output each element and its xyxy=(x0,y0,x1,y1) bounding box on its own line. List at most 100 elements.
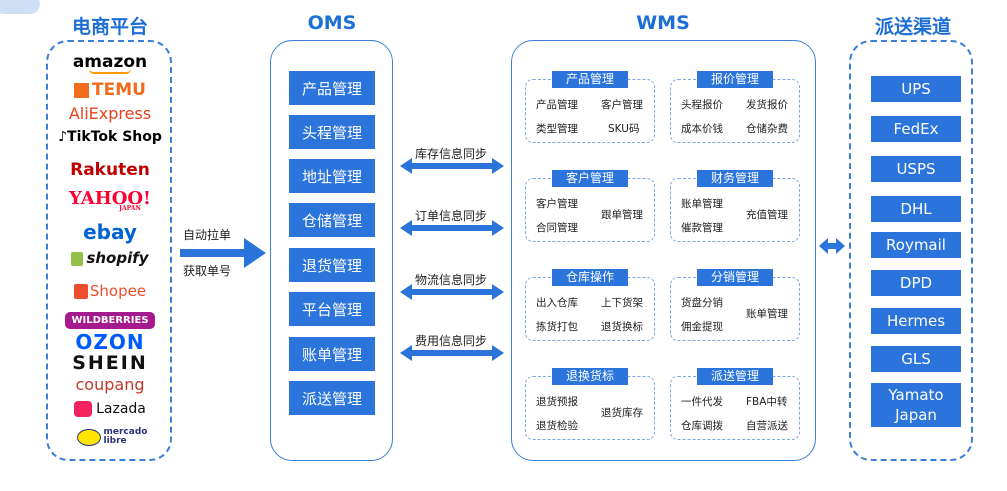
sync-label-fee: 费用信息同步 xyxy=(415,334,488,348)
delivery-panel: UPS FedEx USPS DHL Roymail DPD Hermes GL… xyxy=(849,40,973,461)
wms-module-delivery: 派送管理 一件代发 FBA中转 仓库调拨 自营派送 xyxy=(670,368,800,440)
pull-label-1: 自动拉单 xyxy=(183,228,232,242)
yahoo-sub-text: JAPAN xyxy=(119,205,141,212)
oms-item-platform[interactable]: 平台管理 xyxy=(289,292,375,326)
wms-module-title[interactable]: 客户管理 xyxy=(552,170,628,187)
sync-arrow-fee xyxy=(400,345,504,361)
wms-item[interactable]: 客户管理 xyxy=(536,198,578,210)
wms-item[interactable]: 跟单管理 xyxy=(601,209,643,221)
wms-item[interactable]: 账单管理 xyxy=(681,198,723,210)
carrier-usps[interactable]: USPS xyxy=(871,156,961,182)
wms-module-title[interactable]: 退换货标 xyxy=(552,368,628,385)
wms-module-distribution: 分销管理 货盘分销 佣金提现 账单管理 xyxy=(670,269,800,341)
wms-item[interactable]: 一件代发 xyxy=(681,396,723,408)
ecommerce-panel: amazon TEMU AliExpress ♪TikTok Shop Raku… xyxy=(46,40,172,461)
wms-item[interactable]: 退货换标 xyxy=(601,321,643,333)
shopee-text: Shopee xyxy=(89,282,147,300)
wms-module-warehouse: 仓库操作 出入仓库 上下货架 拣货打包 退货换标 xyxy=(525,269,655,341)
delivery-title: 派送渠道 xyxy=(874,16,951,38)
wms-item[interactable]: 合同管理 xyxy=(536,222,578,234)
wms-item[interactable]: 成本价钱 xyxy=(681,123,723,135)
wms-item[interactable]: 产品管理 xyxy=(536,99,578,111)
carrier-yamato[interactable]: Yamato Japan xyxy=(871,383,961,427)
wms-item[interactable]: 拣货打包 xyxy=(536,321,578,333)
carrier-sync-arrow xyxy=(819,238,845,254)
carrier-gls[interactable]: GLS xyxy=(871,346,961,372)
logo-lazada: Lazada xyxy=(48,401,172,417)
wms-module-title[interactable]: 分销管理 xyxy=(697,269,773,286)
wms-item[interactable]: 退货检验 xyxy=(536,420,578,432)
lazada-heart-icon xyxy=(74,401,93,417)
wildberries-text: WILDBERRIES xyxy=(65,312,155,329)
logo-rakuten: Rakuten xyxy=(70,160,150,180)
wms-item[interactable]: 类型管理 xyxy=(536,123,578,135)
carrier-roymail[interactable]: Roymail xyxy=(871,232,961,258)
wms-title: WMS xyxy=(636,12,690,34)
logo-yahoo: YAHOO! JAPAN xyxy=(48,188,172,212)
logo-ebay: ebay xyxy=(83,220,137,244)
wms-item[interactable]: 货盘分销 xyxy=(681,297,723,309)
logo-coupang: coupang xyxy=(75,375,145,394)
wms-item[interactable]: 催款管理 xyxy=(681,222,723,234)
wms-item[interactable]: 充值管理 xyxy=(746,209,788,221)
wms-item[interactable]: FBA中转 xyxy=(746,396,788,408)
wms-panel: 产品管理 产品管理 客户管理 类型管理 SKU码 报价管理 头程报价 发货报价 … xyxy=(511,40,816,461)
carrier-fedex[interactable]: FedEx xyxy=(871,116,961,142)
wms-module-title[interactable]: 仓库操作 xyxy=(552,269,628,286)
logo-amazon: amazon xyxy=(48,52,172,74)
wms-item[interactable]: 自营派送 xyxy=(746,420,788,432)
wms-item[interactable]: 仓库调拨 xyxy=(681,420,723,432)
wms-item[interactable]: 上下货架 xyxy=(601,297,643,309)
oms-item-billing[interactable]: 账单管理 xyxy=(289,337,375,371)
oms-item-product[interactable]: 产品管理 xyxy=(289,71,375,105)
logo-mercado-libre: mercado libre xyxy=(48,428,172,446)
wms-item[interactable]: 头程报价 xyxy=(681,99,723,111)
oms-item-address[interactable]: 地址管理 xyxy=(289,159,375,193)
wms-item[interactable]: 出入仓库 xyxy=(536,297,578,309)
oms-item-storage[interactable]: 仓储管理 xyxy=(289,203,375,237)
tiktok-text: TikTok Shop xyxy=(67,129,162,145)
logo-shopee: Shopee xyxy=(48,282,172,300)
carrier-ups[interactable]: UPS xyxy=(871,76,961,102)
wms-item[interactable]: 仓储杂费 xyxy=(746,123,788,135)
wms-module-finance: 财务管理 账单管理 催款管理 充值管理 xyxy=(670,170,800,242)
oms-item-firstleg[interactable]: 头程管理 xyxy=(289,115,375,149)
tiktok-note-icon: ♪ xyxy=(58,129,68,145)
pull-arrow xyxy=(180,238,266,268)
carrier-dhl[interactable]: DHL xyxy=(871,196,961,222)
amazon-text: amazon xyxy=(72,52,148,72)
lazada-text: Lazada xyxy=(96,401,146,417)
wms-module-title[interactable]: 财务管理 xyxy=(697,170,773,187)
carrier-dpd[interactable]: DPD xyxy=(871,270,961,296)
logo-wildberries: WILDBERRIES xyxy=(48,308,172,329)
logo-temu: TEMU xyxy=(48,80,172,100)
oms-panel: 产品管理 头程管理 地址管理 仓储管理 退货管理 平台管理 账单管理 派送管理 xyxy=(270,40,393,461)
wms-module-title[interactable]: 产品管理 xyxy=(552,71,628,88)
shopify-bag-icon xyxy=(71,251,84,266)
wms-module-product: 产品管理 产品管理 客户管理 类型管理 SKU码 xyxy=(525,71,655,143)
wms-module-title[interactable]: 报价管理 xyxy=(697,71,773,88)
oms-item-returns[interactable]: 退货管理 xyxy=(289,248,375,282)
wms-item[interactable]: SKU码 xyxy=(608,123,640,135)
shopee-bag-icon xyxy=(73,284,88,299)
mercado-handshake-icon xyxy=(76,428,101,446)
wms-item[interactable]: 发货报价 xyxy=(746,99,788,111)
temu-badge-icon xyxy=(74,82,90,98)
wms-item[interactable]: 佣金提现 xyxy=(681,321,723,333)
mercado-text: mercado libre xyxy=(103,427,148,446)
logo-tiktok-shop: ♪TikTok Shop xyxy=(48,129,172,145)
logo-aliexpress: AliExpress xyxy=(68,104,152,123)
wms-module-customer: 客户管理 客户管理 合同管理 跟单管理 xyxy=(525,170,655,242)
wms-module-title[interactable]: 派送管理 xyxy=(697,368,773,385)
wms-item[interactable]: 退货库存 xyxy=(601,407,643,419)
wms-module-quote: 报价管理 头程报价 发货报价 成本价钱 仓储杂费 xyxy=(670,71,800,143)
wms-item[interactable]: 账单管理 xyxy=(746,308,788,320)
carrier-hermes[interactable]: Hermes xyxy=(871,308,961,334)
shopify-text: shopify xyxy=(86,249,149,267)
corner-decoration xyxy=(0,0,40,14)
pull-label-2: 获取单号 xyxy=(183,264,232,278)
wms-item[interactable]: 客户管理 xyxy=(601,99,643,111)
oms-item-delivery[interactable]: 派送管理 xyxy=(289,381,375,415)
wms-item[interactable]: 退货预报 xyxy=(536,396,578,408)
wms-module-returns: 退换货标 退货预报 退货检验 退货库存 xyxy=(525,368,655,440)
